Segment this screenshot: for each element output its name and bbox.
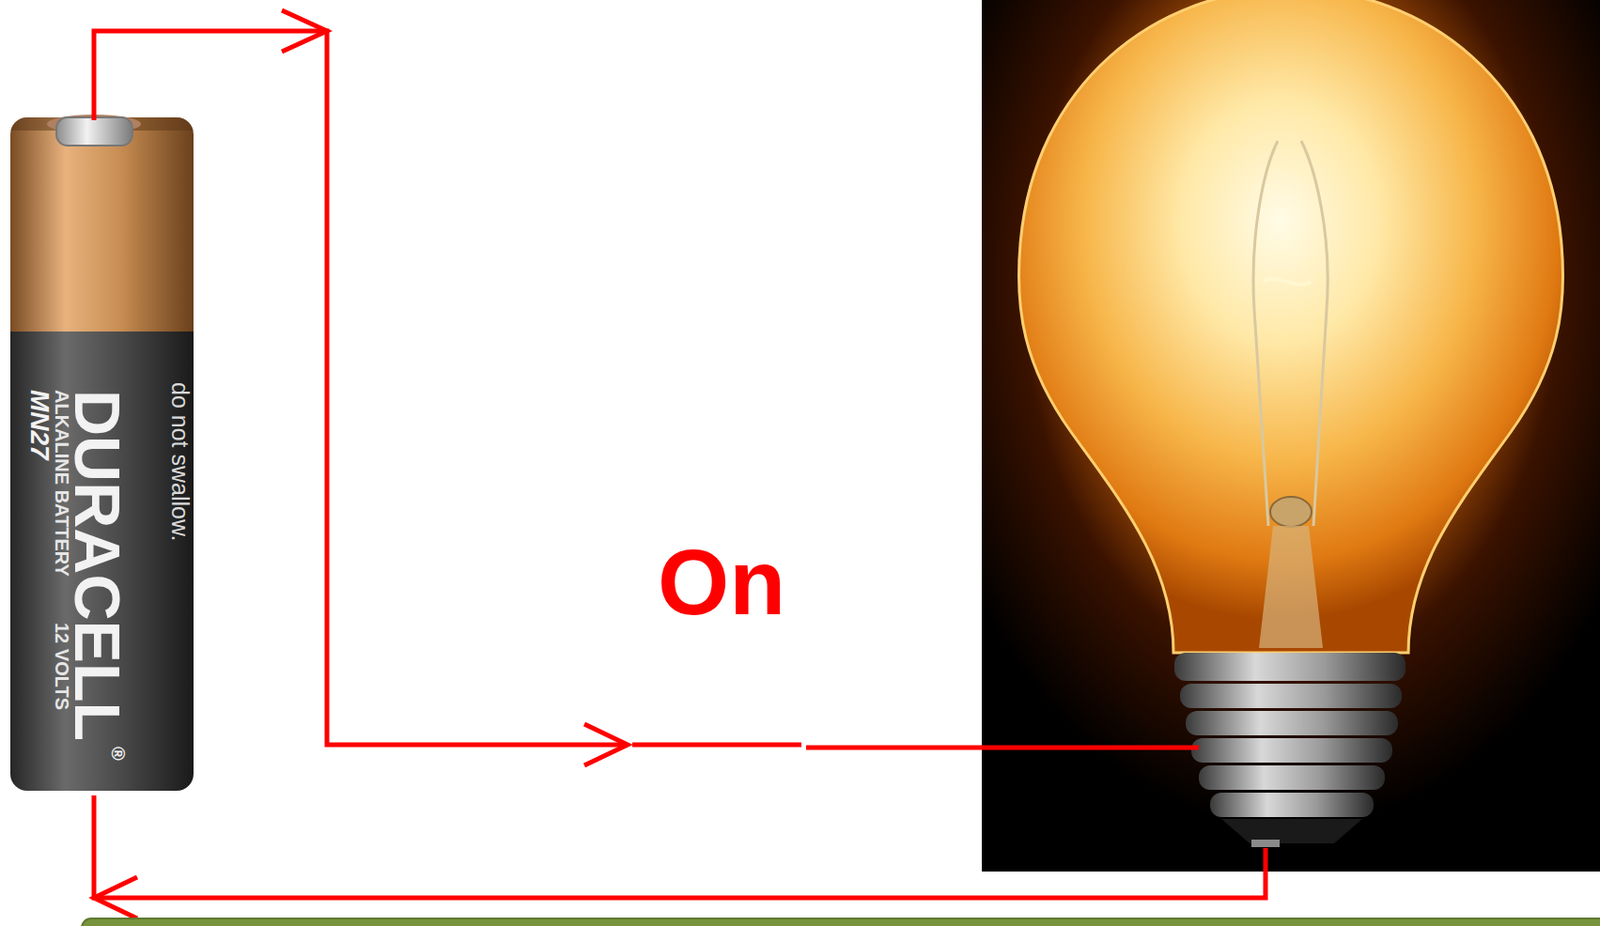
footer-bar <box>81 918 1600 926</box>
battery-text: DURACELL <box>65 389 130 742</box>
battery-text: ALKALINE BATTERY <box>52 389 72 577</box>
battery-text: 12 VOLTS <box>52 622 72 711</box>
battery-text: do not swallow. <box>168 382 192 543</box>
battery-text: ® <box>108 746 128 762</box>
wire <box>93 31 1266 899</box>
battery-text: MN27 <box>26 389 53 461</box>
battery <box>10 114 194 792</box>
state-label: On <box>657 536 786 629</box>
battery-label: do not swallow. DURACELL ® ALKALINE BATTERY… <box>10 331 194 792</box>
arrowhead <box>93 10 628 919</box>
light-bulb <box>981 0 1600 872</box>
battery-print: do not swallow. DURACELL ® ALKALINE BATTERY… <box>10 331 194 792</box>
